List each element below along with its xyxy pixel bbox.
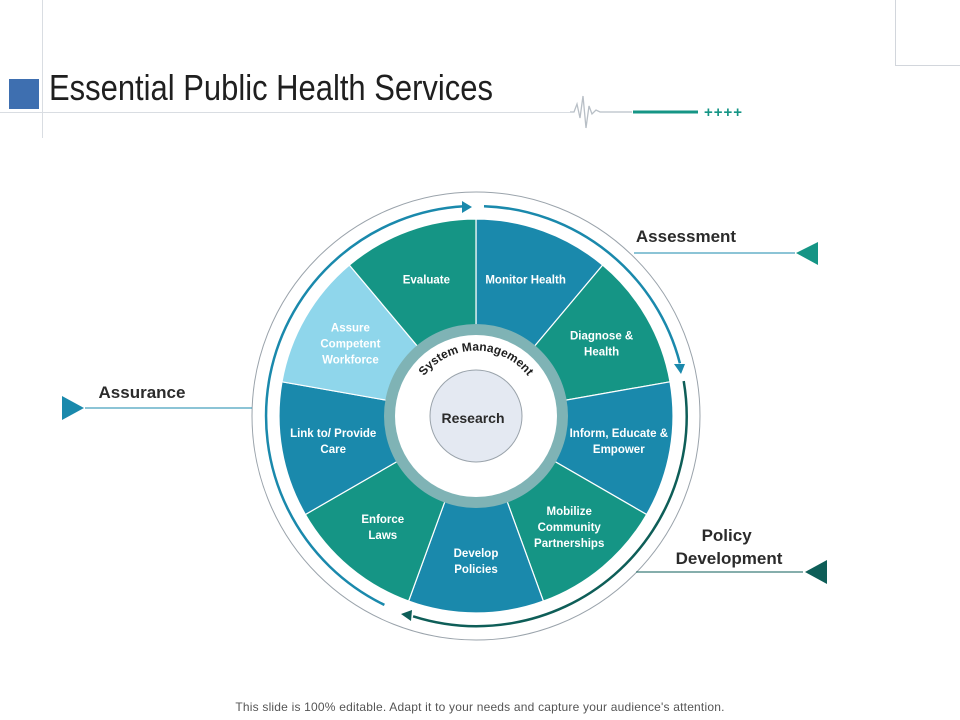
segment-label-2: Inform, Educate & Empower bbox=[570, 428, 668, 456]
segment-4 bbox=[407, 414, 545, 614]
segment-label-line: Inform, Educate & bbox=[570, 428, 668, 440]
footer-note: This slide is 100% editable. Adapt it to… bbox=[235, 700, 725, 714]
segment-label-line: Competent bbox=[320, 339, 380, 351]
segment-label-line: Empower bbox=[593, 444, 645, 456]
segment-label-1: Diagnose & Health bbox=[570, 331, 633, 359]
decorative-vertical-line bbox=[42, 0, 43, 138]
policy-development-label: Policy Development bbox=[676, 526, 783, 568]
page-title: Essential Public Health Services bbox=[49, 67, 493, 108]
assessment-label: Assessment bbox=[636, 227, 737, 246]
assurance-label: Assurance bbox=[99, 383, 186, 402]
segment-label-line: Workforce bbox=[322, 355, 379, 367]
segment-label-line: Develop bbox=[454, 548, 499, 560]
heartbeat-line bbox=[570, 95, 632, 129]
policy-arrowhead-end bbox=[401, 610, 412, 621]
segment-label-line: Community bbox=[538, 522, 602, 534]
assessment-triangle-icon bbox=[796, 242, 818, 265]
segment-label-line: Mobilize bbox=[547, 506, 592, 518]
segment-label-line: Policies bbox=[454, 564, 497, 576]
segment-label-line: Link to/ Provide bbox=[290, 428, 376, 440]
segment-label-line: Partnerships bbox=[534, 538, 604, 550]
segment-label-line: Monitor Health bbox=[485, 275, 566, 287]
policy-cycle-arrow bbox=[412, 380, 688, 628]
assurance-triangle-icon bbox=[62, 396, 84, 420]
decorative-horizontal-line bbox=[0, 112, 570, 113]
policy-triangle-icon bbox=[805, 560, 827, 584]
segment-label-line: Evaluate bbox=[403, 275, 450, 287]
research-core bbox=[429, 369, 523, 463]
segment-label-0: Monitor Health bbox=[485, 275, 566, 287]
segment-label-line: Health bbox=[584, 347, 619, 359]
decorative-corner-box bbox=[895, 0, 960, 66]
outer-ring bbox=[251, 191, 701, 641]
segment-label-line: Diagnose & bbox=[570, 331, 633, 343]
segment-label-8: Evaluate bbox=[403, 275, 450, 287]
research-label: Research bbox=[441, 410, 504, 426]
segment-label-line: Assure bbox=[331, 323, 370, 335]
title-accent-square bbox=[9, 79, 39, 109]
header-plus-marks: ++++ bbox=[704, 104, 743, 121]
segment-label-line: Care bbox=[320, 444, 346, 456]
assurance-arrowhead-end bbox=[462, 201, 472, 213]
assessment-arrowhead-end bbox=[674, 364, 685, 374]
assessment-cycle-arrow bbox=[483, 204, 682, 364]
segment-label-line: Laws bbox=[368, 530, 397, 542]
assurance-cycle-arrow bbox=[264, 205, 465, 607]
segment-label-line: Enforce bbox=[361, 514, 404, 526]
